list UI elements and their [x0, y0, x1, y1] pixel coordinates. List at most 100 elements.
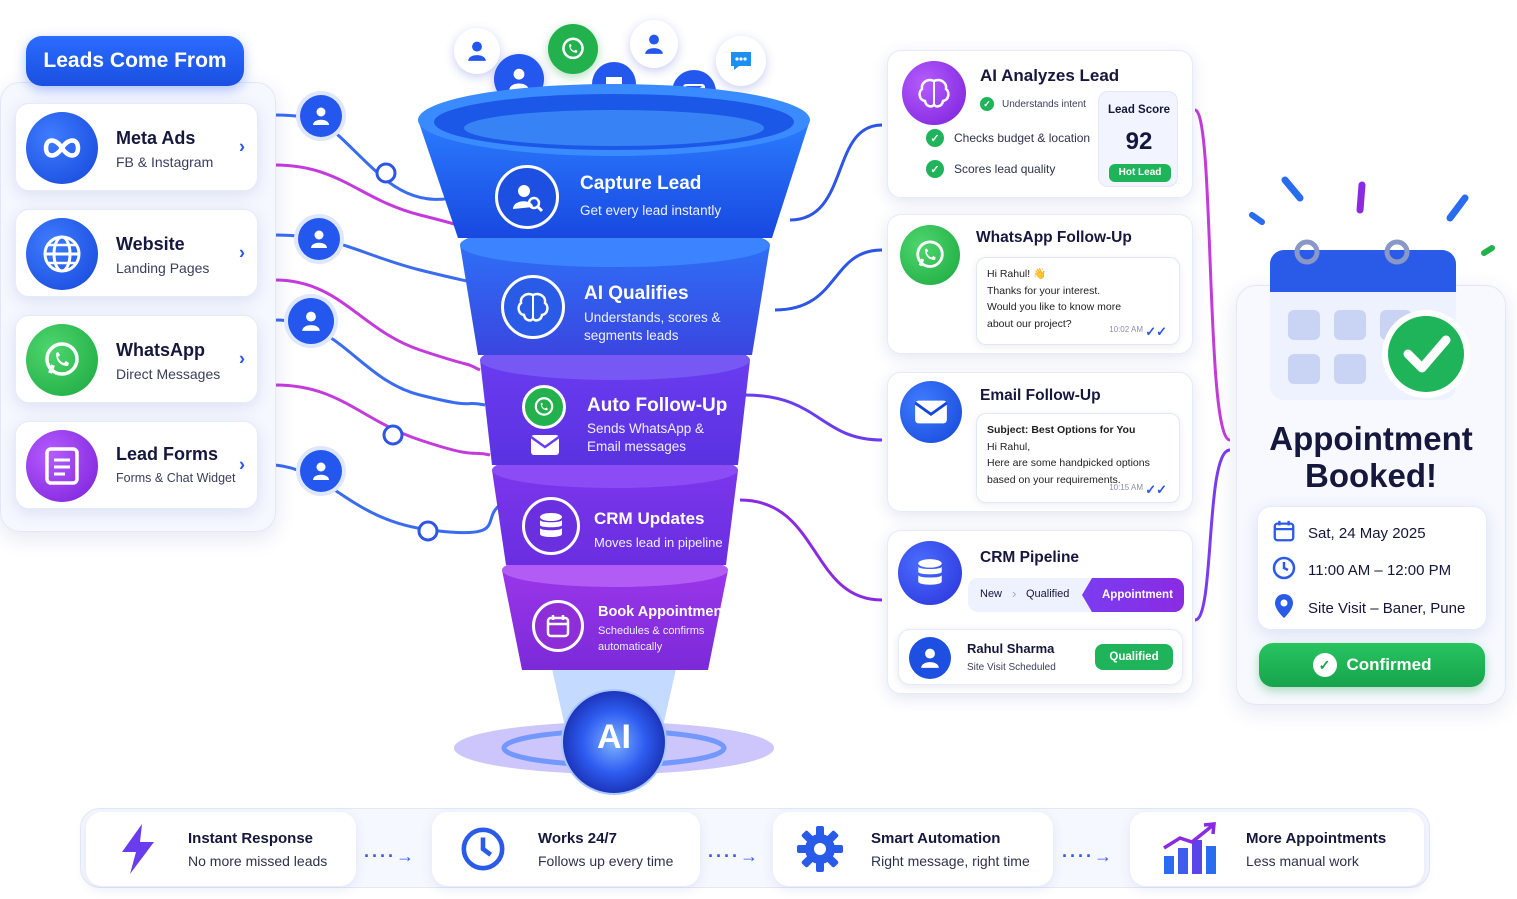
- benefit-subtitle: Right message, right time: [871, 853, 1030, 869]
- location-pin-icon: [1272, 593, 1296, 624]
- source-subtitle: FB & Instagram: [116, 154, 214, 170]
- message-line: Hi Rahul! 👋: [987, 268, 1047, 280]
- appointment-date: Sat, 24 May 2025: [1308, 525, 1426, 542]
- source-card-lead-forms[interactable]: Lead Forms Forms & Chat Widget ›: [15, 421, 258, 509]
- message-line: Thanks for your interest.: [987, 284, 1101, 297]
- benefit-subtitle: Follows up every time: [538, 853, 674, 869]
- gear-icon: [795, 824, 845, 879]
- message-line: Here are some handpicked options: [987, 457, 1150, 469]
- benefit-title: Smart Automation: [871, 830, 1001, 847]
- brain-icon: [501, 275, 565, 339]
- confirmed-button[interactable]: ✓ Confirmed: [1259, 643, 1485, 687]
- floating-user-icon: [454, 28, 500, 74]
- source-title: Website: [116, 234, 185, 254]
- step-separator-icon: ›: [1012, 586, 1017, 601]
- ai-core-label: AI: [597, 718, 631, 756]
- database-icon: [522, 497, 580, 555]
- pipeline-step-new: New: [980, 588, 1003, 600]
- whatsapp-followup-card: WhatsApp Follow-Up Hi Rahul! 👋 Thanks fo…: [887, 214, 1193, 354]
- read-ticks-icon: ✓✓: [1145, 481, 1167, 497]
- message-line: Hi Rahul,: [987, 440, 1031, 453]
- read-ticks-icon: ✓✓: [1145, 323, 1167, 339]
- user-node-icon: [288, 298, 334, 344]
- appointment-title: Appointment Booked!: [1236, 420, 1506, 494]
- card-title: AI Analyzes Lead: [980, 66, 1120, 85]
- appointment-title-line: Booked!: [1305, 457, 1437, 494]
- benefit-subtitle: Less manual work: [1246, 853, 1359, 869]
- source-subtitle: Landing Pages: [116, 260, 210, 276]
- card-title: Email Follow-Up: [980, 387, 1101, 404]
- benefit-subtitle: No more missed leads: [188, 853, 328, 869]
- chevron-right-icon: ›: [239, 454, 245, 475]
- stage-title: CRM Updates: [594, 509, 705, 528]
- crm-pipeline-card: CRM Pipeline New › Qualified Appointment…: [887, 530, 1193, 694]
- user-search-icon: [495, 165, 559, 229]
- calendar-illustration: [1270, 239, 1470, 400]
- source-title: Lead Forms: [116, 444, 219, 464]
- appointment-details: Sat, 24 May 2025 11:00 AM – 12:00 PM Sit…: [1257, 506, 1487, 630]
- envelope-icon: [900, 381, 962, 443]
- stage-title: Book Appointment: [598, 604, 728, 620]
- stage-subtitle: Moves lead in pipeline: [594, 535, 723, 550]
- source-subtitle: Forms & Chat Widget: [116, 471, 236, 485]
- whatsapp-email-icon: [522, 385, 566, 429]
- lead-score-box: Lead Score 92 Hot Lead: [1098, 91, 1178, 187]
- check-item: ✓Understands intent: [980, 97, 1086, 111]
- flow-arrow-icon: ····→: [708, 846, 760, 866]
- clock-icon: [1272, 556, 1296, 585]
- pipeline-stepper: New › Qualified Appointment: [968, 578, 1184, 612]
- benefit-title: Works 24/7: [538, 830, 617, 847]
- floating-message-icon: [716, 36, 766, 86]
- envelope-icon: [530, 434, 560, 456]
- confirmed-label: Confirmed: [1346, 655, 1432, 674]
- check-icon: ✓: [926, 160, 944, 178]
- user-node-icon: [300, 450, 342, 492]
- clock-icon: [460, 826, 506, 877]
- check-icon: ✓: [980, 97, 994, 111]
- pipeline-step-appointment: Appointment: [1082, 578, 1184, 612]
- appointment-location-row: Site Visit – Baner, Pune: [1272, 593, 1465, 624]
- email-message-bubble: Subject: Best Options for You Hi Rahul, …: [976, 413, 1180, 503]
- appointment-location: Site Visit – Baner, Pune: [1308, 600, 1466, 617]
- email-followup-card: Email Follow-Up Subject: Best Options fo…: [887, 372, 1193, 512]
- growth-chart-icon: [1160, 822, 1218, 881]
- sources-header-label: Leads Come From: [43, 49, 227, 72]
- card-title: CRM Pipeline: [980, 549, 1080, 566]
- card-title: WhatsApp Follow-Up: [976, 229, 1132, 246]
- contact-status: Site Visit Scheduled: [967, 662, 1056, 673]
- floating-user-icon: [630, 20, 678, 68]
- form-icon: [26, 430, 98, 502]
- user-node-icon: [300, 95, 342, 137]
- whatsapp-icon: [26, 324, 98, 396]
- chevron-right-icon: ›: [239, 348, 245, 369]
- contact-row[interactable]: Rahul Sharma Site Visit Scheduled Qualif…: [898, 629, 1183, 685]
- whatsapp-icon: [900, 225, 960, 285]
- message-line: Would you like to know more: [987, 301, 1122, 313]
- message-line: based on your requirements.: [987, 473, 1121, 486]
- source-card-meta-ads[interactable]: Meta Ads FB & Instagram ›: [15, 103, 258, 191]
- source-title: Meta Ads: [116, 128, 196, 148]
- stage-title: Capture Lead: [580, 173, 702, 194]
- source-card-website[interactable]: Website Landing Pages ›: [15, 209, 258, 297]
- meta-infinity-icon: [26, 112, 98, 184]
- pipeline-step-qualified: Qualified: [1026, 588, 1070, 600]
- chevron-right-icon: ›: [239, 242, 245, 263]
- appointment-time: 11:00 AM – 12:00 PM: [1308, 562, 1452, 579]
- source-subtitle: Direct Messages: [116, 366, 221, 382]
- stage-subtitle: Schedules & confirms automatically: [598, 625, 705, 653]
- benefit-title: More Appointments: [1246, 830, 1387, 847]
- calendar-icon: [1272, 519, 1296, 548]
- ai-analyze-card: AI Analyzes Lead ✓Understands intent ✓Ch…: [887, 50, 1193, 198]
- flow-arrow-icon: ····→: [364, 846, 416, 866]
- globe-icon: [26, 218, 98, 290]
- stage-subtitle: Get every lead instantly: [580, 203, 722, 218]
- message-time: 10:02 AM: [1109, 324, 1143, 334]
- benefit-smart-automation: Smart Automation Right message, right ti…: [773, 812, 1053, 886]
- flow-arrow-icon: ····→: [1062, 846, 1114, 866]
- source-card-whatsapp[interactable]: WhatsApp Direct Messages ›: [15, 315, 258, 403]
- appointment-date-row: Sat, 24 May 2025: [1272, 519, 1426, 548]
- contact-name: Rahul Sharma: [967, 641, 1055, 656]
- stage-title: AI Qualifies: [584, 283, 689, 304]
- avatar: [909, 637, 951, 679]
